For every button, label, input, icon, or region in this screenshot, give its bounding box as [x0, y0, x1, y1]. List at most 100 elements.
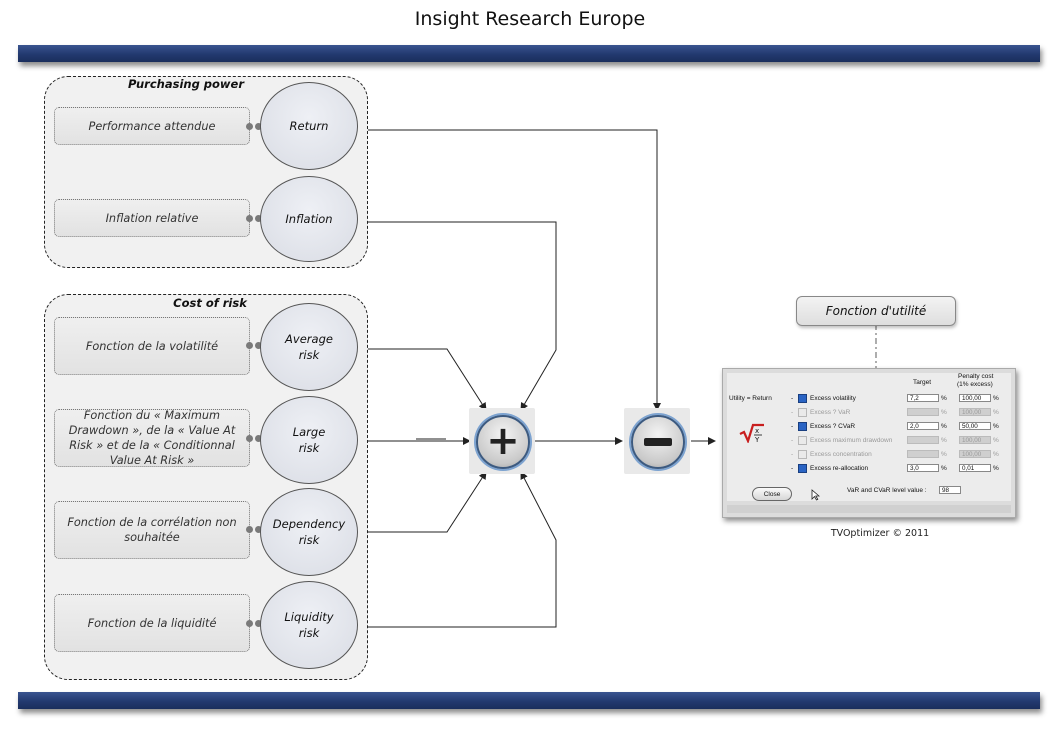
row-dash: - [791, 409, 794, 416]
inflation-description: Inflation relative [54, 199, 250, 237]
excess-var-penalty: 100,00 [959, 408, 991, 416]
target-header: Target [913, 379, 932, 386]
row-dash: - [791, 465, 794, 472]
excess-volatility-checkbox[interactable] [798, 394, 807, 403]
cost-of-risk-title: Cost of risk [173, 296, 247, 310]
excess-cvar-checkbox[interactable] [798, 422, 807, 431]
correlation-description: Fonction de la corrélation non souhaitée [54, 501, 250, 559]
svg-text:x: x [755, 427, 759, 435]
utility-function-label: Fonction d'utilité [796, 296, 956, 326]
large-risk-line2: risk [298, 441, 320, 455]
volatility-description: Fonction de la volatilité [54, 317, 250, 375]
excess-drawdown-label: Excess maximum drawdown [810, 437, 893, 444]
var-level-input[interactable]: 98 [939, 486, 961, 494]
percent-sign: % [941, 395, 947, 402]
row-dash: - [791, 395, 794, 402]
connector-dot [255, 123, 262, 130]
minus-icon [644, 438, 672, 446]
row-dash: - [791, 423, 794, 430]
connector-dot [246, 342, 253, 349]
liquidity-description: Fonction de la liquidité [54, 594, 250, 652]
window-status-bar [727, 505, 1011, 513]
return-factor: Return [260, 82, 358, 170]
penalty-header-line2: (1% excess) [957, 381, 993, 388]
row-dash: - [791, 451, 794, 458]
liquidity-risk-line2: risk [298, 626, 320, 640]
excess-drawdown-penalty: 100,00 [959, 436, 991, 444]
copyright-caption: TVOptimizer © 2011 [830, 528, 930, 539]
excess-reallocation-label: Excess re-allocation [810, 465, 869, 472]
close-button[interactable]: Close [752, 487, 792, 501]
line-dependency-to-plus [356, 471, 487, 533]
top-band [18, 45, 1040, 62]
excess-var-target [907, 408, 939, 416]
connector-dot [246, 215, 253, 222]
page-title: Insight Research Europe [414, 8, 646, 30]
percent-sign: % [941, 451, 947, 458]
percent-sign: % [941, 465, 947, 472]
connector-dot [255, 620, 262, 627]
excess-drawdown-checkbox[interactable] [798, 436, 807, 445]
bottom-band [18, 692, 1040, 709]
connector-dot [246, 526, 253, 533]
excess-volatility-label: Excess volatility [810, 395, 856, 402]
utility-equation: Utility = Return [729, 395, 772, 402]
percent-sign: % [993, 451, 999, 458]
line-inflation-to-plus [356, 221, 557, 411]
svg-text:Y: Y [754, 436, 760, 443]
minus-operator [624, 408, 690, 474]
percent-sign: % [993, 465, 999, 472]
dependency-risk-line1: Dependency [272, 517, 346, 531]
inflation-factor: Inflation [260, 176, 358, 262]
percent-sign: % [941, 423, 947, 430]
line-average-to-plus [356, 348, 487, 411]
excess-cvar-penalty[interactable]: 50,00 [959, 422, 991, 430]
connector-dot [255, 215, 262, 222]
percent-sign: % [993, 423, 999, 430]
connector-dot [255, 435, 262, 442]
percent-sign: % [941, 437, 947, 444]
connector-dot [255, 526, 262, 533]
purchasing-power-title: Purchasing power [127, 77, 245, 91]
var-level-label: VaR and CVaR level value : [847, 487, 927, 494]
excess-concentration-checkbox[interactable] [798, 450, 807, 459]
excess-reallocation-target[interactable]: 3,0 [907, 464, 939, 472]
row-dash: - [791, 437, 794, 444]
sqrt-icon: x Y [739, 423, 765, 445]
liquidity-risk-line1: Liquidity [284, 610, 334, 624]
performance-description: Performance attendue [54, 107, 250, 145]
percent-sign: % [993, 437, 999, 444]
excess-volatility-penalty[interactable]: 100,00 [959, 394, 991, 402]
excess-reallocation-checkbox[interactable] [798, 464, 807, 473]
liquidity-risk-factor: Liquidity risk [260, 581, 358, 669]
excess-concentration-penalty: 100,00 [959, 450, 991, 458]
excess-reallocation-penalty[interactable]: 0,01 [959, 464, 991, 472]
connector-dot [246, 123, 253, 130]
line-return-to-minus [356, 129, 661, 411]
percent-sign: % [941, 409, 947, 416]
excess-cvar-target[interactable]: 2,0 [907, 422, 939, 430]
excess-concentration-target [907, 450, 939, 458]
large-risk-factor: Large risk [260, 396, 358, 484]
excess-var-checkbox[interactable] [798, 408, 807, 417]
excess-drawdown-target [907, 436, 939, 444]
connector-dot [246, 620, 253, 627]
plus-operator: + [469, 408, 535, 474]
line-liquidity-to-plus [356, 471, 557, 628]
excess-concentration-label: Excess concentration [810, 451, 872, 458]
excess-cvar-label: Excess ? CVaR [810, 423, 856, 430]
average-risk-factor: Average risk [260, 303, 358, 391]
connector-dot [255, 342, 262, 349]
optimizer-window: Utility = Return Target Penalty cost (1%… [722, 368, 1016, 518]
excess-volatility-target[interactable]: 7,2 [907, 394, 939, 402]
average-risk-line2: risk [298, 348, 320, 362]
excess-var-label: Excess ? VaR [810, 409, 851, 416]
large-risk-line1: Large [292, 425, 326, 439]
penalty-header-line1: Penalty cost [958, 373, 994, 380]
percent-sign: % [993, 395, 999, 402]
cursor-icon [811, 486, 821, 505]
plus-icon: + [486, 417, 520, 464]
average-risk-line1: Average [285, 332, 333, 346]
